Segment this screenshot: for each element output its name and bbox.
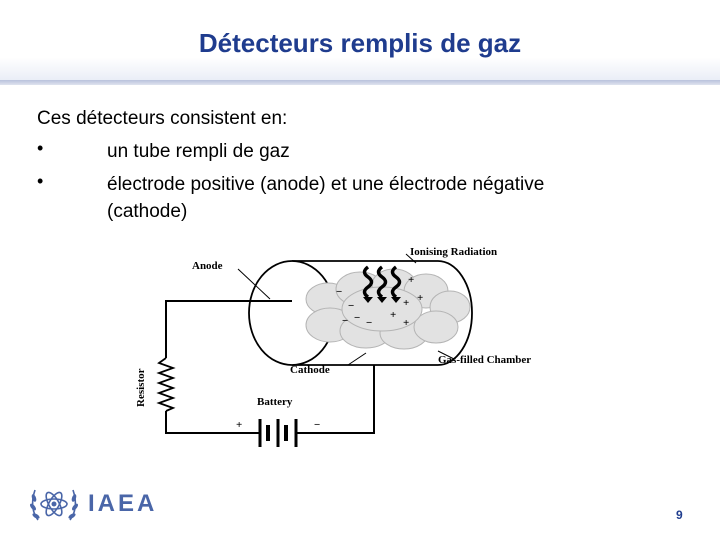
bullet-item-1: un tube rempli de gaz (107, 141, 290, 162)
negative-charge: − (336, 286, 342, 298)
radiation-waves (362, 265, 402, 299)
resistor-symbol (156, 357, 176, 412)
cathode-label: Cathode (290, 364, 330, 376)
positive-charge: + (403, 297, 409, 309)
negative-charge: − (342, 315, 348, 327)
positive-charge: + (403, 317, 409, 329)
radiation-arrowheads (363, 297, 401, 303)
ion-charges: − − − − − + + + + + (336, 274, 423, 329)
bullet-item-2-continued: (cathode) (107, 201, 188, 222)
bullet-marker-2: • (37, 171, 44, 191)
positive-charge: + (417, 292, 423, 304)
callout-lines (237, 253, 455, 366)
bullet-item-2: électrode positive (anode) et une électr… (107, 174, 545, 195)
anode-label: Anode (192, 260, 223, 272)
negative-charge: − (354, 312, 360, 324)
circuit-wires (165, 300, 375, 434)
negative-charge: − (366, 317, 372, 329)
atom-laurel-icon (30, 489, 78, 521)
tube-outline (292, 260, 473, 366)
title-bar (0, 0, 720, 82)
battery-minus: − (314, 419, 320, 431)
iaea-logo-text: IAEA (88, 490, 158, 517)
battery-label: Battery (257, 396, 293, 408)
resistor-label: Resistor (135, 368, 147, 407)
title-divider (0, 80, 720, 85)
gas-chamber-label: Gas-filled Chamber (438, 354, 531, 366)
battery-symbol (258, 419, 298, 447)
negative-charge: − (348, 300, 354, 312)
battery-plus: + (236, 419, 242, 431)
slide-title: Détecteurs remplis de gaz (198, 28, 522, 58)
intro-text: Ces détecteurs consistent en: (37, 108, 288, 129)
positive-charge: + (390, 309, 396, 321)
bullet-marker-1: • (37, 138, 44, 158)
ionising-radiation-label: Ionising Radiation (410, 246, 497, 258)
gas-detector-diagram: − − − − − + + + + + Anode Ionising Radia… (120, 233, 594, 467)
page-number: 9 (676, 508, 683, 522)
positive-charge: + (408, 274, 414, 286)
